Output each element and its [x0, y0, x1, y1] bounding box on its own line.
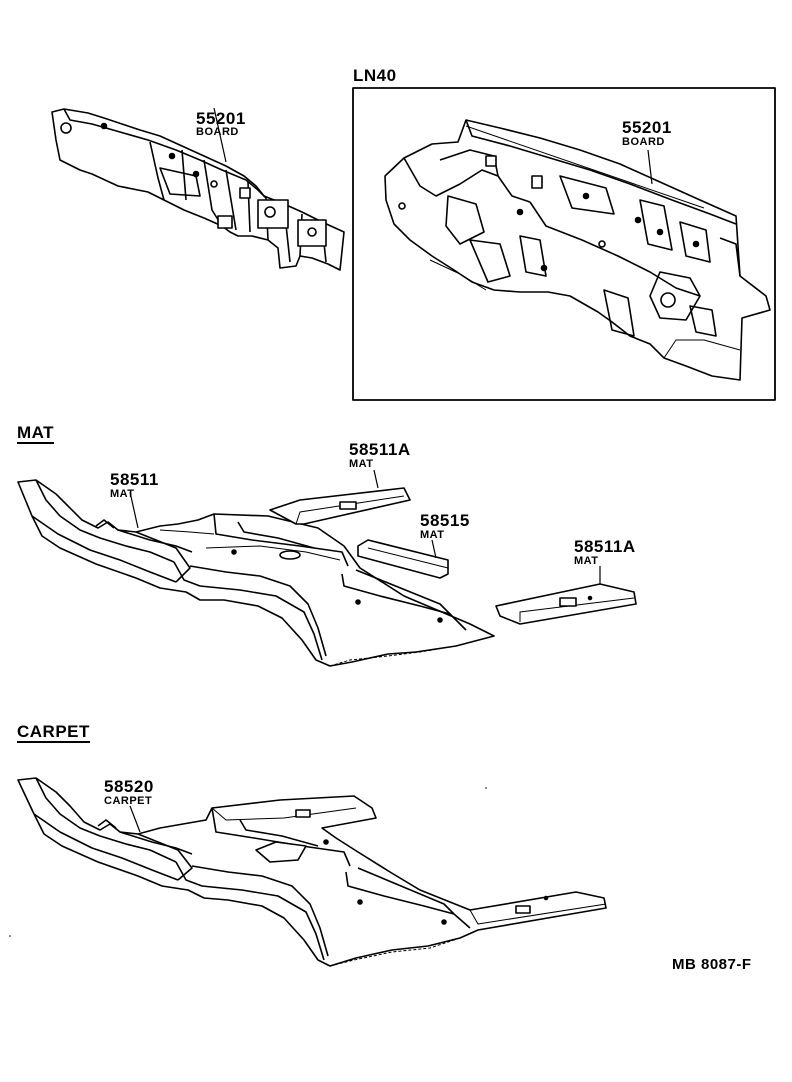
part-number-58511: 58511 [110, 470, 159, 489]
diagram-reference-code: MB 8087-F [672, 956, 752, 973]
part-desc-58520: CARPET [104, 795, 153, 807]
mat-58511a-right-part [496, 566, 636, 624]
part-desc-board-main: BOARD [196, 126, 239, 138]
ln40-board-part [385, 120, 770, 380]
part-number-55201-main: 55201 [196, 109, 246, 128]
dash-board-part [52, 108, 344, 270]
mat-58515-part [358, 540, 448, 578]
carpet-58520-part [18, 778, 606, 966]
variant-label: LN40 [353, 66, 397, 85]
floor-mat-58511-part [18, 480, 494, 666]
part-number-58520: 58520 [104, 777, 154, 796]
part-desc-board-ln40: BOARD [622, 136, 665, 148]
part-desc-58511a-right: MAT [574, 555, 599, 567]
section-title-carpet: CARPET [17, 722, 90, 743]
mat-58511a-upper-part [270, 470, 410, 524]
ln40-frame [353, 88, 775, 400]
part-number-55201-ln40: 55201 [622, 118, 672, 137]
part-number-58511a-upper: 58511A [349, 440, 411, 459]
part-number-58511a-right: 58511A [574, 537, 636, 556]
part-desc-58515: MAT [420, 529, 445, 541]
section-title-mat: MAT [17, 423, 55, 444]
part-desc-58511a-upper: MAT [349, 458, 374, 470]
part-desc-58511: MAT [110, 488, 135, 500]
part-number-58515: 58515 [420, 511, 470, 530]
